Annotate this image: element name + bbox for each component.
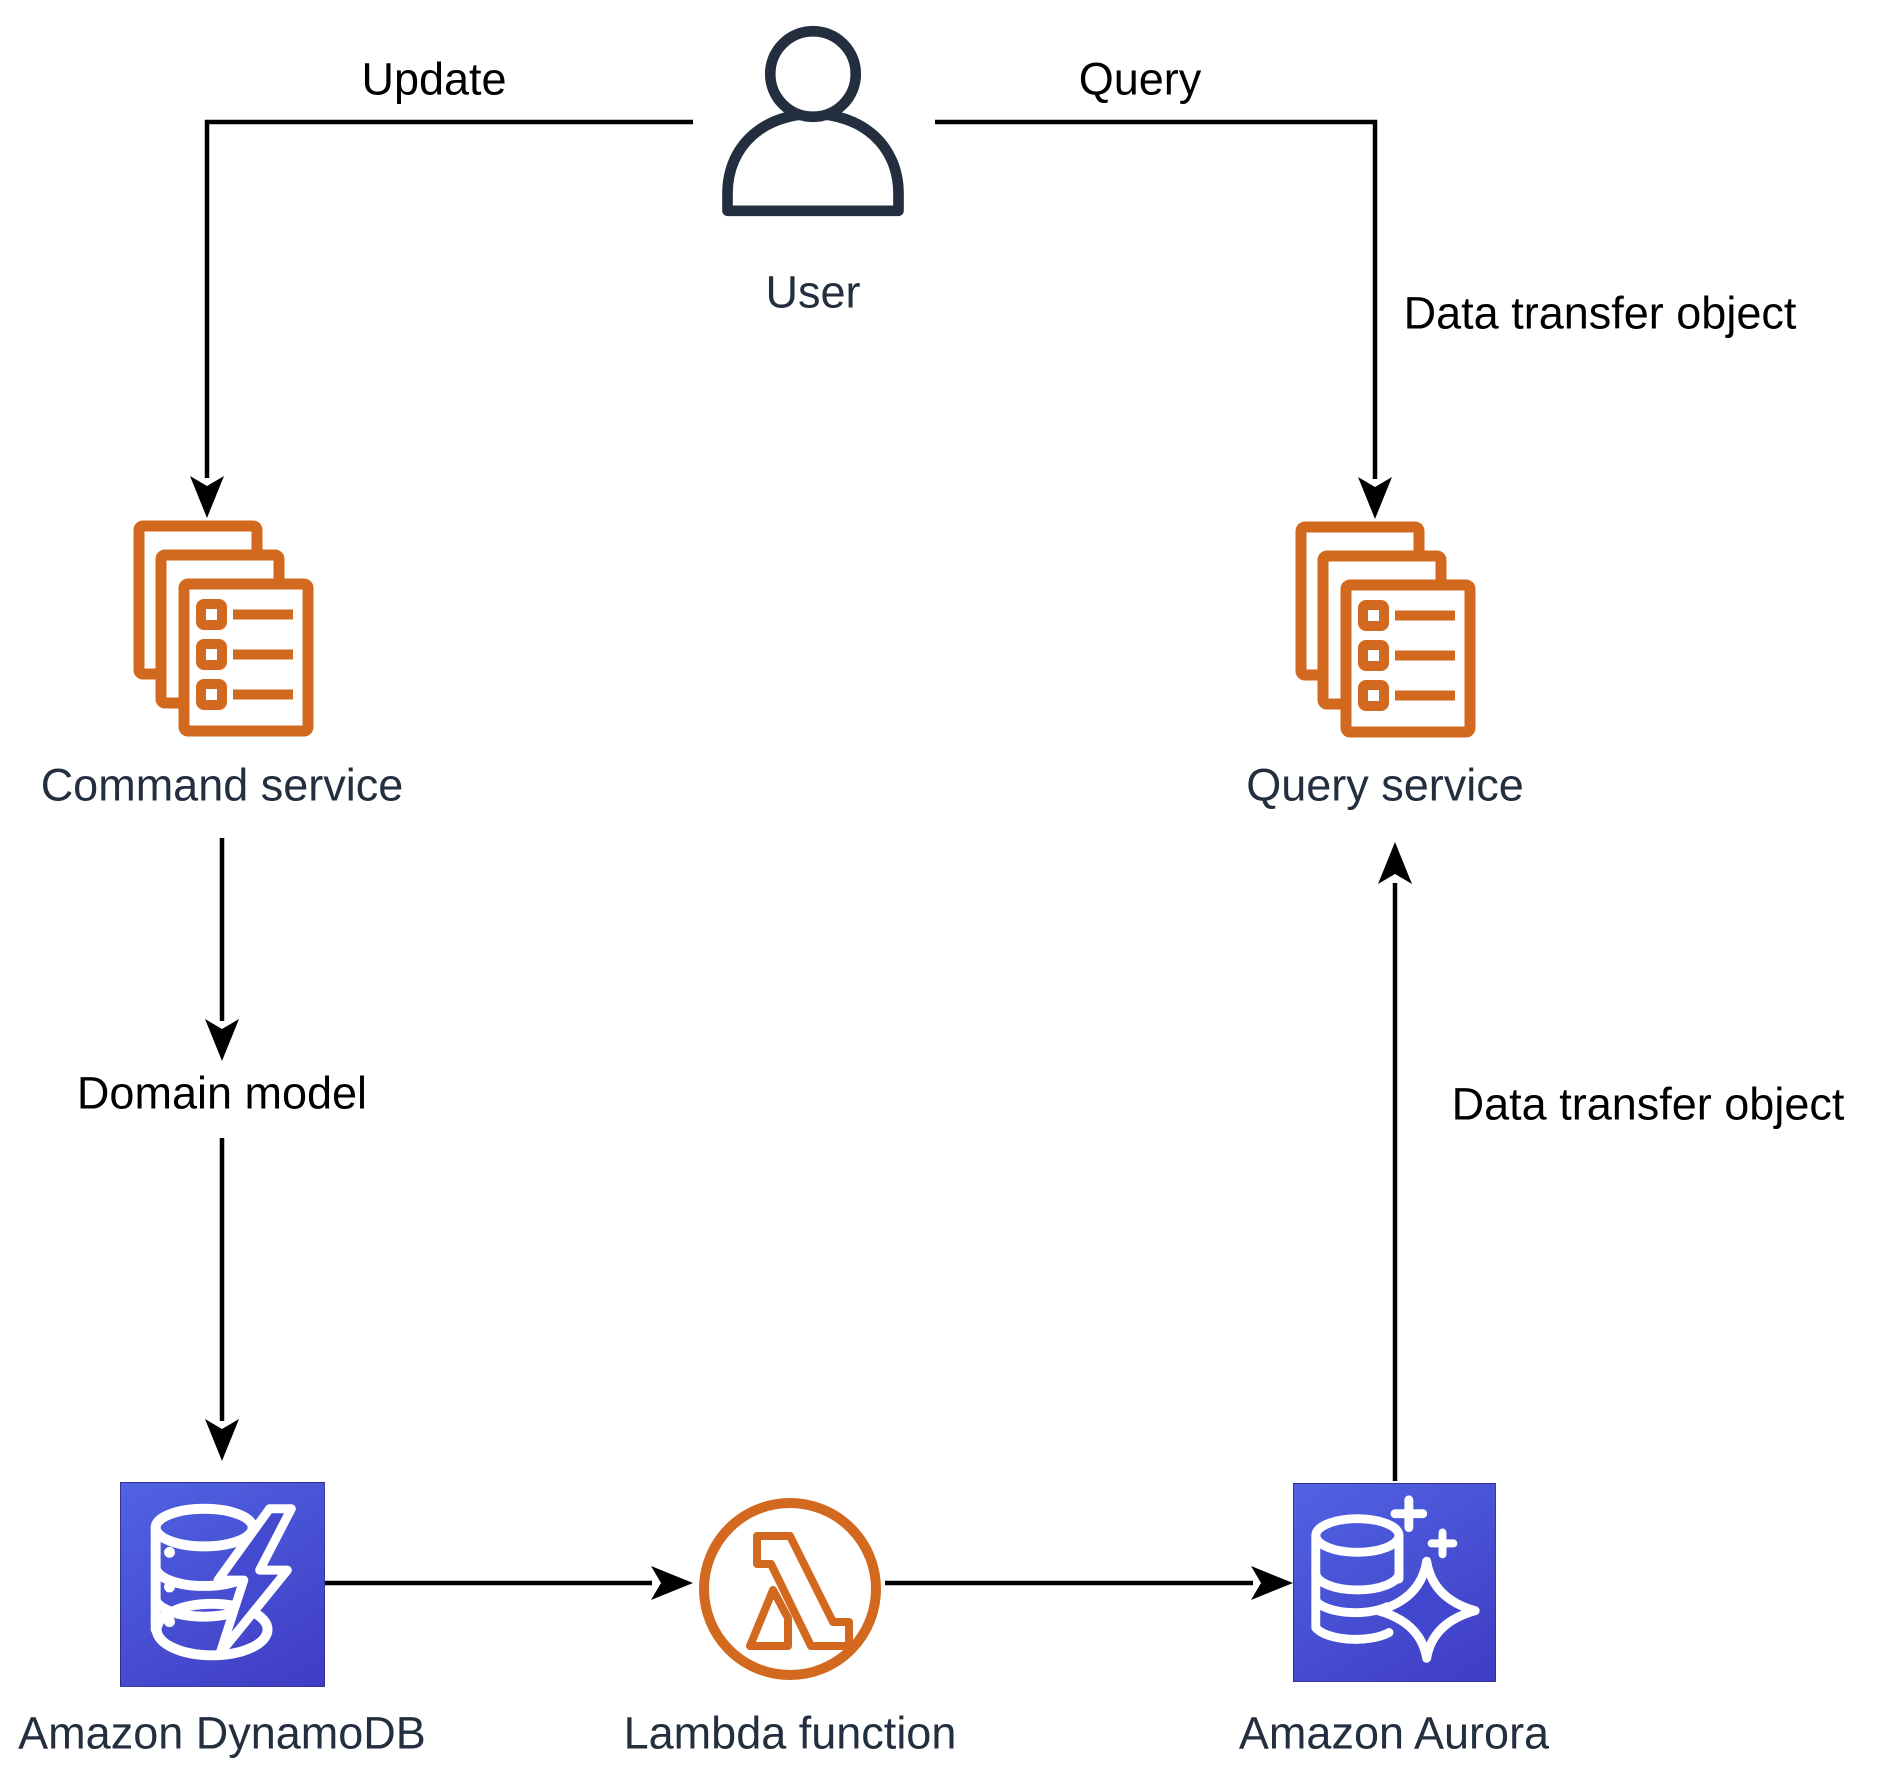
- edge-label-data-transfer-object-right: Data transfer object: [1451, 1078, 1845, 1130]
- dynamodb-label: Amazon DynamoDB: [18, 1707, 426, 1759]
- dynamodb-icon: [120, 1482, 325, 1687]
- user-label: User: [765, 266, 861, 318]
- lambda-label: Lambda function: [623, 1707, 957, 1759]
- query-service-documents-icon: [1295, 521, 1476, 738]
- user-icon: [718, 25, 908, 218]
- command-service-documents-icon: [133, 520, 314, 737]
- edge-label-query: Query: [1078, 53, 1202, 105]
- edge-label-domain-model: Domain model: [76, 1067, 368, 1119]
- command-service-label: Command service: [40, 759, 404, 811]
- aurora-label: Amazon Aurora: [1238, 1707, 1550, 1759]
- edge-label-update: Update: [361, 53, 507, 105]
- edge-label-data-transfer-object-top: Data transfer object: [1403, 287, 1797, 339]
- aurora-icon: [1293, 1483, 1496, 1682]
- query-service-label: Query service: [1246, 759, 1524, 811]
- lambda-icon: [695, 1494, 885, 1684]
